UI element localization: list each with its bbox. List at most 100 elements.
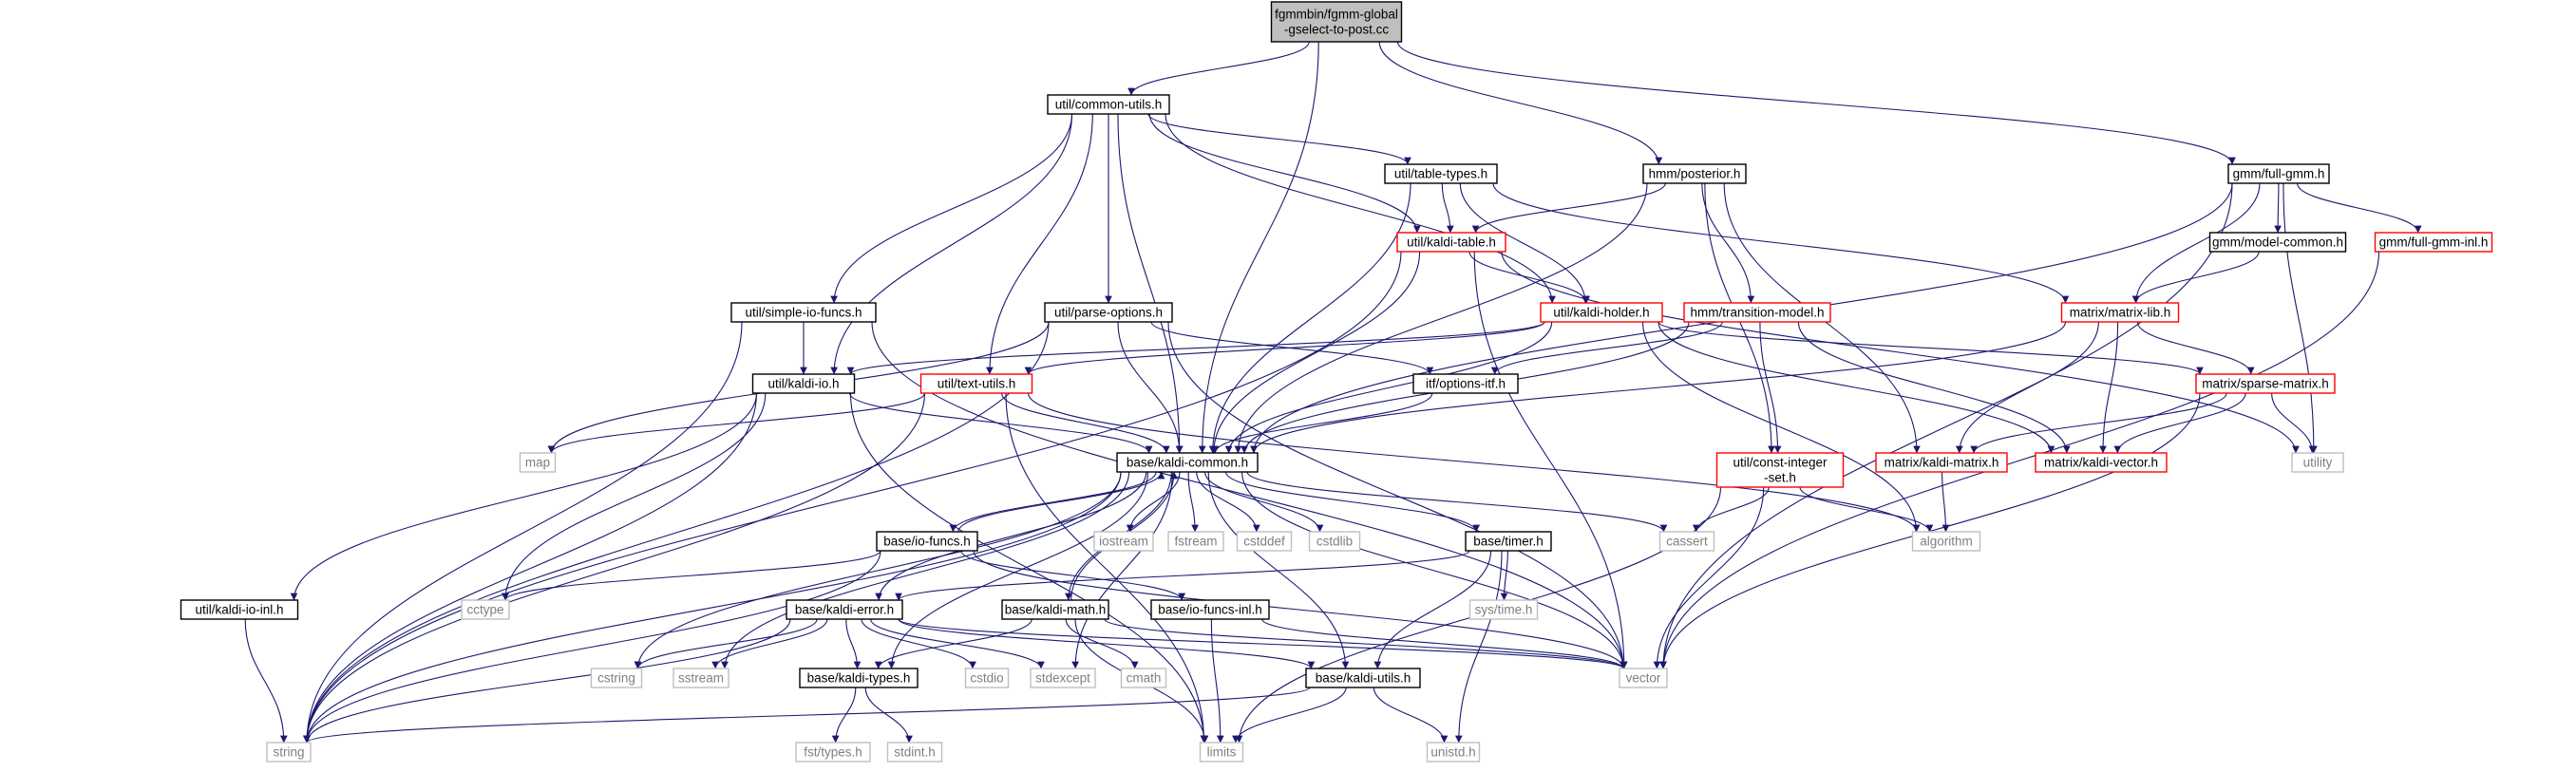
edge-kaldi-error-to-string — [303, 618, 791, 744]
node-label: util/kaldi-io.h — [767, 377, 839, 391]
node-base-kaldi-math-h[interactable]: base/kaldi-math.h — [1001, 599, 1109, 620]
node-box — [1030, 668, 1096, 688]
node-matrix-kaldi-vector-h[interactable]: matrix/kaldi-vector.h — [2035, 452, 2168, 473]
edge-io-funcs-inl-to-limits — [1210, 618, 1224, 744]
edge-kaldi-common-to-timer — [1225, 471, 1480, 533]
edge-full-gmm-to-model-common — [2274, 182, 2282, 234]
node-box — [1412, 373, 1519, 394]
node-fgmmbin-fgmm-global-gselect-to-post-cc[interactable]: fgmmbin/fgmm-global-gselect-to-post.cc — [1270, 1, 1403, 43]
edge-kaldi-error-to-kaldi-types — [845, 618, 862, 669]
node-util-kaldi-io-h[interactable]: util/kaldi-io.h — [751, 373, 856, 394]
edge-simple-io-to-string — [303, 321, 743, 744]
node-fst-types-h: fst/types.h — [795, 742, 871, 763]
node-label: cstdlib — [1316, 535, 1353, 549]
edge-root-to-common-utils — [1127, 41, 1310, 96]
node-cassert: cassert — [1658, 531, 1715, 552]
node-hmm-transition-model-h[interactable]: hmm/transition-model.h — [1683, 302, 1831, 323]
node-matrix-sparse-matrix-h[interactable]: matrix/sparse-matrix.h — [2195, 373, 2336, 394]
node-base-kaldi-common-h[interactable]: base/kaldi-common.h — [1116, 452, 1259, 473]
node-unistd-h: unistd.h — [1426, 742, 1481, 763]
node-base-timer-h[interactable]: base/timer.h — [1465, 531, 1552, 552]
edge-kaldi-common-to-sstream — [721, 471, 1130, 669]
edge-kaldi-holder-to-kaldi-io — [846, 321, 1545, 375]
edge-kaldi-common-to-kaldi-types — [887, 471, 1149, 669]
edge-root-to-kaldi-common — [1198, 41, 1319, 454]
node-box — [1875, 452, 2008, 473]
edge-matrix-lib-to-sparse-matrix — [2136, 321, 2255, 375]
edge-kaldi-types-to-fst-types — [831, 687, 857, 744]
node-util-const-integer-set-h[interactable]: util/const-integer-set.h — [1715, 452, 1845, 488]
node-utility: utility — [2291, 452, 2344, 473]
edge-sparse-matrix-to-kaldi-matrix — [1970, 392, 2227, 454]
edge-io-funcs-to-cctype — [502, 550, 881, 601]
node-label: sstream — [678, 671, 724, 686]
edge-full-gmm-to-matrix-lib — [2131, 182, 2261, 304]
node-base-kaldi-utils-h[interactable]: base/kaldi-utils.h — [1305, 668, 1421, 688]
node-box — [2208, 232, 2347, 253]
edge-full-gmm-to-full-gmm-inl — [2297, 182, 2422, 234]
edge-text-utils-to-algorithm — [1027, 392, 1921, 533]
node-stdexcept: stdexcept — [1030, 668, 1096, 688]
node-base-kaldi-types-h[interactable]: base/kaldi-types.h — [799, 668, 919, 688]
node-string: string — [266, 742, 312, 763]
node-label: base/io-funcs.h — [883, 535, 971, 549]
edge-kaldi-utils-to-string — [303, 687, 1311, 744]
edge-parse-options-to-vector — [1167, 321, 1627, 669]
node-box — [1468, 599, 1539, 620]
edge-kaldi-io-to-limits — [849, 392, 1208, 744]
node-base-io-funcs-inl-h[interactable]: base/io-funcs-inl.h — [1150, 599, 1270, 620]
node-label: base/kaldi-error.h — [795, 603, 894, 617]
node-util-kaldi-holder-h[interactable]: util/kaldi-holder.h — [1540, 302, 1663, 323]
edge-full-gmm-to-utility — [2282, 182, 2318, 454]
node-util-text-utils-h[interactable]: util/text-utils.h — [919, 373, 1033, 394]
edge-common-utils-to-kaldi-holder — [1165, 113, 1556, 304]
edge-parse-options-to-kaldi-common — [1117, 321, 1184, 454]
edge-kaldi-holder-to-algorithm — [1642, 321, 1921, 533]
edge-parse-options-to-string — [303, 321, 1050, 744]
node-label: cassert — [1666, 535, 1708, 549]
edge-kaldi-error-to-cstdio — [861, 618, 976, 669]
edge-io-funcs-to-io-funcs-inl — [960, 550, 1185, 601]
edge-text-utils-to-kaldi-common — [1001, 392, 1170, 454]
node-base-kaldi-error-h[interactable]: base/kaldi-error.h — [786, 599, 903, 620]
node-label: matrix/matrix-lib.h — [2070, 306, 2171, 320]
node-label: limits — [1207, 745, 1237, 760]
edge-const-integer-set-to-vector — [1653, 486, 1765, 669]
node-util-table-types-h[interactable]: util/table-types.h — [1384, 163, 1498, 184]
node-util-kaldi-io-inl-h[interactable]: util/kaldi-io-inl.h — [180, 599, 299, 620]
node-label: fgmmbin/fgmm-global — [1275, 8, 1398, 22]
edge-kaldi-matrix-to-algorithm — [1941, 471, 1950, 533]
node-box — [919, 373, 1033, 394]
node-gmm-model-common-h[interactable]: gmm/model-common.h — [2208, 232, 2347, 253]
node-box — [1619, 668, 1668, 688]
edge-timer-to-kaldi-error — [895, 550, 1470, 601]
node-box — [1465, 531, 1552, 552]
node-util-simple-io-funcs-h[interactable]: util/simple-io-funcs.h — [730, 302, 877, 323]
node-gmm-full-gmm-h[interactable]: gmm/full-gmm.h — [2227, 163, 2330, 184]
node-algorithm: algorithm — [1911, 531, 1981, 552]
edge-kaldi-table-to-kaldi-holder — [1468, 251, 1591, 304]
node-util-kaldi-table-h[interactable]: util/kaldi-table.h — [1396, 232, 1506, 253]
node-label: unistd.h — [1430, 745, 1475, 760]
edge-kaldi-table-to-vector — [1473, 251, 1628, 669]
node-base-io-funcs-h[interactable]: base/io-funcs.h — [876, 531, 978, 552]
node-box — [2374, 232, 2493, 253]
edge-transition-model-to-options-itf — [1490, 321, 1723, 375]
node-gmm-full-gmm-inl-h[interactable]: gmm/full-gmm-inl.h — [2374, 232, 2493, 253]
node-util-parse-options-h[interactable]: util/parse-options.h — [1044, 302, 1173, 323]
node-fstream: fstream — [1167, 531, 1224, 552]
node-hmm-posterior-h[interactable]: hmm/posterior.h — [1642, 163, 1747, 184]
edge-root-to-full-gmm — [1396, 41, 2236, 165]
node-itf-options-itf-h[interactable]: itf/options-itf.h — [1412, 373, 1519, 394]
node-label: stdexcept — [1035, 671, 1090, 686]
edge-full-gmm-inl-to-vector — [1659, 251, 2380, 669]
node-limits: limits — [1199, 742, 1244, 763]
node-box — [672, 668, 729, 688]
node-box — [1308, 531, 1361, 552]
node-matrix-kaldi-matrix-h[interactable]: matrix/kaldi-matrix.h — [1875, 452, 2008, 473]
node-util-common-utils-h[interactable]: util/common-utils.h — [1047, 94, 1170, 115]
node-matrix-matrix-lib-h[interactable]: matrix/matrix-lib.h — [2060, 302, 2180, 323]
edge-kaldi-error-to-kaldi-utils — [898, 618, 1316, 669]
edge-text-utils-to-map — [547, 392, 926, 454]
